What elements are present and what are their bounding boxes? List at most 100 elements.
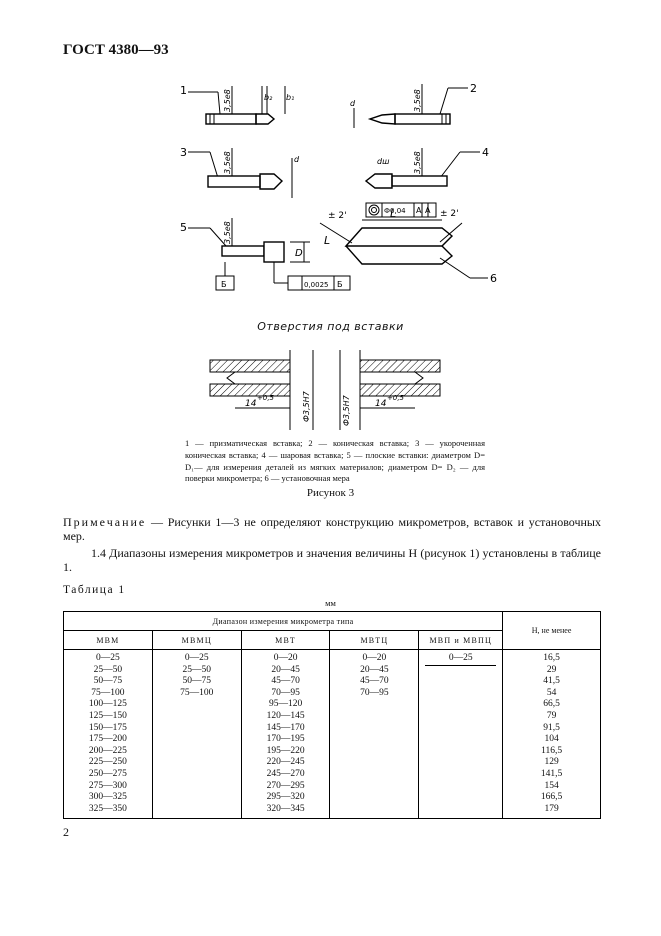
table-cell: 275—300 (88, 780, 127, 791)
hole-dia-left: Ф3,5Н7 (302, 390, 311, 422)
figure-3-drawing: 1 2 3 4 5 6 L L D Ф0,04 A A Б 0,0025 Б ±… (180, 82, 497, 291)
table-cell: 300—325 (88, 792, 127, 803)
table-cell: 45—70 (360, 676, 389, 687)
table-cell: 70—95 (360, 687, 389, 698)
datum-a: A (416, 206, 422, 215)
table-cell: 200—225 (88, 745, 127, 756)
item-label-5: 5 (180, 221, 187, 234)
dim-d3: d (294, 155, 300, 164)
hole-dia-right: Ф3,5Н7 (342, 394, 351, 426)
table-cell: 250—275 (88, 768, 127, 779)
table-cell: 100—125 (88, 699, 127, 710)
table-cell: 295—320 (266, 792, 305, 803)
dim-35e8-2: 3,5е8 (413, 89, 422, 112)
table-cell: 154 (544, 780, 559, 791)
table-cell: 75—100 (180, 687, 214, 698)
col-header-mvmc: МВМЦ (151, 630, 242, 650)
table-cell: 45—70 (271, 676, 300, 687)
table-cell: 25—50 (182, 664, 212, 675)
table-unit: мм (325, 598, 336, 608)
table-cell: 320—345 (266, 803, 305, 814)
table-cell: 129 (544, 757, 559, 768)
table-cell: 0—25 (184, 653, 209, 663)
table-cell: 166,5 (540, 792, 563, 803)
dim-dsh: dш (377, 157, 390, 166)
paragraph-1-4: 1.4 Диапазоны измерения микрометров и зн… (63, 546, 601, 574)
table-cell: 50—75 (182, 676, 212, 687)
document-header: ГОСТ 4380—93 (63, 42, 169, 58)
hole-tol-left: +0,5 (257, 394, 275, 402)
table-cell: 16,5 (543, 653, 560, 663)
note-paragraph: Примечание — Рисунки 1—3 не определяют к… (63, 515, 601, 543)
table-header-group: Диапазон измерения микрометра типа (62, 611, 504, 631)
hole-len-left: 14 (245, 399, 257, 409)
col-header-mvp: МВП и МВПЦ (418, 630, 504, 650)
item-label-4: 4 (482, 146, 489, 159)
range-table: Диапазон измерения микрометра типа H, не… (62, 611, 601, 819)
item-label-6: 6 (490, 272, 497, 285)
table-cell: 150—175 (88, 722, 127, 733)
datum-b: Б (221, 280, 227, 289)
col-mvp: 0—25 (418, 649, 504, 819)
dim-b2: b₂ (264, 93, 273, 102)
figure-title: Рисунок 3 (306, 487, 355, 499)
table-cell: 70—95 (271, 687, 300, 698)
perp-tol: 0,0025 (304, 281, 329, 289)
datum-a2: A (425, 206, 431, 215)
table-cell: 125—150 (88, 710, 127, 721)
table-cell: 66,5 (543, 699, 560, 710)
dim-L2: L (390, 207, 396, 220)
dim-b1: b₁ (286, 93, 294, 102)
table-cell: 116,5 (541, 745, 563, 756)
table-cell: 225—250 (88, 757, 127, 768)
col-header-mvtc: МВТЦ (329, 630, 420, 650)
table-cell: 75—100 (91, 687, 125, 698)
table-cell: 120—145 (266, 710, 305, 721)
dim-D: D (295, 248, 303, 259)
table-cell: 54 (546, 687, 557, 698)
hole-len-right: 14 (375, 399, 387, 409)
table-cell: 145—170 (266, 722, 305, 733)
item-label-1: 1 (180, 84, 187, 97)
table-cell: 41,5 (543, 676, 560, 687)
dim-35e8-4: 3,5е8 (413, 151, 422, 174)
table-cell: 325—350 (88, 803, 127, 814)
note-label: Примечание (63, 515, 147, 529)
table-cell: 25—50 (93, 664, 123, 675)
dim-35e8-3: 3,5е8 (223, 151, 232, 174)
dim-d2: d (350, 99, 356, 108)
dim-L: L (324, 234, 330, 247)
dim-35e8-1: 3,5е8 (223, 89, 232, 112)
table-cell: 0—20 (273, 653, 298, 663)
table-cell: 29 (546, 664, 557, 675)
note-text: — Рисунки 1—3 не определяют конструкцию … (63, 515, 601, 543)
flatness-tol: Ф0,04 (384, 207, 406, 215)
hole-tol-right: +0,5 (387, 394, 405, 402)
angle-right: ± 2' (440, 209, 459, 219)
table-label: Таблица 1 (63, 584, 126, 596)
holes-drawing: 14 +0,5 14 +0,5 Ф3,5Н7 Ф3,5Н7 (209, 350, 441, 430)
dim-35e8-5: 3,5е8 (223, 221, 232, 244)
table-cell: 220—245 (266, 757, 305, 768)
table-cell: 195—220 (266, 745, 305, 756)
table-cell: 175—200 (88, 734, 127, 745)
datum-b2: Б (337, 280, 343, 289)
col-header-mvt: МВТ (240, 630, 331, 650)
table-cell: 141,5 (540, 768, 563, 779)
table-cell: 0—20 (362, 653, 387, 663)
table-header-h: H, не менее (502, 611, 601, 650)
col-header-mvm: МВМ (63, 630, 153, 650)
table-cell: 104 (544, 734, 559, 745)
table-cell: 170—195 (266, 734, 305, 745)
table-cell: 50—75 (93, 676, 123, 687)
holes-title: Отверстия под вставки (257, 320, 404, 333)
item-label-3: 3 (180, 146, 187, 159)
item-label-2: 2 (470, 82, 477, 95)
page-number: 2 (63, 825, 69, 839)
